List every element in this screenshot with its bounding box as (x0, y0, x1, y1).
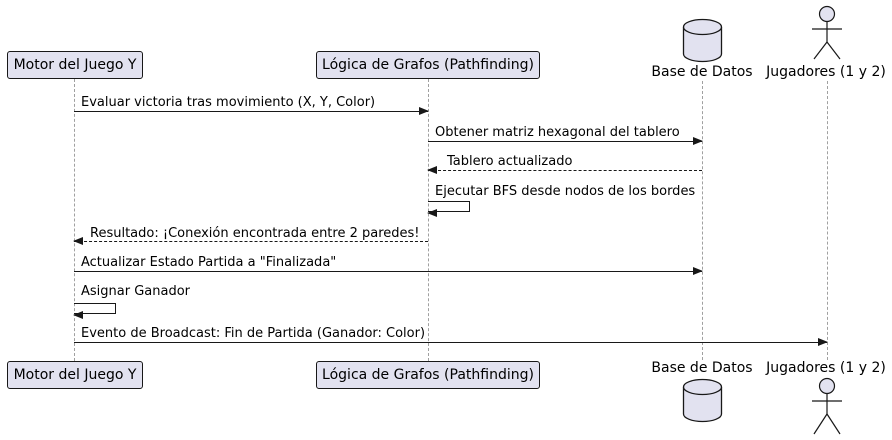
actor-icon (809, 4, 845, 66)
message-self-arrow-4 (427, 201, 470, 217)
message-self-arrow-7 (73, 303, 116, 319)
participant-motor-top: Motor del Juego Y (7, 51, 143, 79)
message-arrow-8 (74, 338, 828, 346)
lifeline-motor (74, 79, 75, 361)
message-label-4: Ejecutar BFS desde nodos de los bordes (435, 184, 696, 199)
participant-logica-top: Lógica de Grafos (Pathfinding) (316, 51, 540, 79)
message-label-7: Asignar Ganador (81, 284, 191, 299)
message-label-5: Resultado: ¡Conexión encontrada entre 2 … (90, 226, 420, 241)
message-arrow-5 (73, 237, 428, 245)
arrowhead-icon (419, 107, 429, 115)
message-arrow-6 (74, 267, 703, 275)
message-label-3: Tablero actualizado (447, 154, 573, 169)
arrowhead-icon (427, 166, 437, 174)
message-arrow-1 (74, 107, 429, 115)
lifeline-database (702, 81, 703, 360)
arrowhead-icon (73, 310, 83, 319)
participant-motor-bottom: Motor del Juego Y (7, 361, 143, 389)
participant-database-top-label: Base de Datos (651, 64, 753, 80)
participant-label: Lógica de Grafos (Pathfinding) (322, 367, 534, 383)
message-label-6: Actualizar Estado Partida a "Finalizada" (81, 255, 337, 270)
arrowhead-icon (73, 237, 83, 245)
participant-jugadores-bottom-label: Jugadores (1 y 2) (766, 360, 886, 376)
lifeline-jugadores (827, 81, 828, 360)
arrowhead-icon (818, 338, 828, 346)
message-label-1: Evaluar victoria tras movimiento (X, Y, … (81, 95, 376, 110)
participant-database-bottom-label: Base de Datos (651, 360, 753, 376)
database-icon (682, 378, 723, 428)
database-icon (682, 18, 723, 68)
lifeline-logica (428, 79, 429, 361)
participant-label: Motor del Juego Y (13, 367, 137, 383)
message-label-8: Evento de Broadcast: Fin de Partida (Gan… (81, 326, 426, 341)
participant-jugadores-top-label: Jugadores (1 y 2) (766, 64, 886, 80)
message-label-2: Obtener matriz hexagonal del tablero (435, 125, 680, 140)
arrowhead-icon (693, 267, 703, 275)
message-arrow-3 (427, 166, 702, 174)
participant-label: Lógica de Grafos (Pathfinding) (322, 57, 534, 73)
participant-logica-bottom: Lógica de Grafos (Pathfinding) (316, 361, 540, 389)
actor-icon (809, 376, 845, 440)
message-arrow-2 (428, 137, 703, 145)
arrowhead-icon (427, 208, 437, 217)
participant-label: Motor del Juego Y (13, 57, 137, 73)
arrowhead-icon (693, 137, 703, 145)
